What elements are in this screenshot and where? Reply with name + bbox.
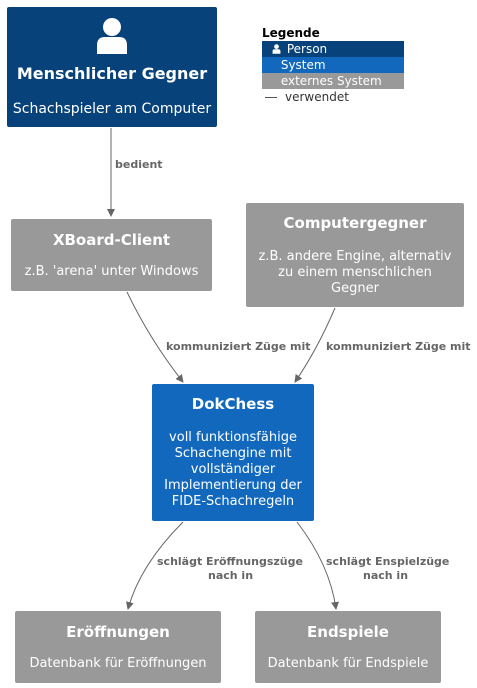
node-description: Schachspieler am Computer [12,101,212,117]
external-endspiele[interactable]: Endspiele Datenbank für Endspiele [255,611,441,683]
edge-computer-dokchess [294,307,336,383]
node-description-line: Schachengine mit [174,446,292,461]
node-description-line: vollständiger [190,462,276,477]
legend-label: System [280,58,326,72]
node-title: XBoard-Client [52,231,171,249]
node-title: DokChess [191,395,275,413]
legend-item-person: Person [262,41,404,57]
edge-label-computer-dokchess: kommuniziert Züge mit [326,340,471,353]
edge-xboard-dokchess [126,291,184,383]
node-description-line: zu einem menschlichen [278,265,432,280]
legend-item-external: externes System [262,73,404,89]
system-dokchess[interactable]: DokChess voll funktionsfähige Schachengi… [152,384,314,521]
node-title: Endspiele [307,623,389,641]
legend: Legende Person System externes System ve… [262,26,404,105]
node-description: Datenbank für Eröffnungen [29,656,207,671]
node-description-line: FIDE-Schachregeln [171,494,295,509]
node-description-line: Gegner [331,281,379,296]
node-description: Datenbank für Endspiele [267,656,429,671]
legend-item-uses: verwendet [262,89,404,105]
edge-label-dokchess-endgame-1: schlägt Enspielzüge [326,555,449,568]
node-title: Computergegner [283,214,427,232]
legend-label: verwendet [285,90,349,104]
legend-label: Person [286,42,328,56]
node-title: Eröffnungen [66,623,170,641]
external-xboard-client[interactable]: XBoard-Client z.B. 'arena' unter Windows [11,219,212,291]
node-description-line: voll funktionsfähige [169,430,297,445]
external-computergegner[interactable]: Computergegner z.B. andere Engine, alter… [246,203,464,307]
edge-label-dokchess-opening-1: schlägt Eröffnungszüge [157,555,303,568]
node-description: z.B. 'arena' unter Windows [24,264,199,279]
edge-dokchess-opening [125,521,184,610]
edge-label-xboard-dokchess: kommuniziert Züge mit [166,340,311,353]
legend-item-system: System [262,57,404,73]
edge-dokchess-endgame [296,521,340,610]
person-menschlicher-gegner[interactable]: Menschlicher Gegner Schachspieler am Com… [7,7,217,127]
node-title: Menschlicher Gegner [16,64,208,83]
legend-label: externes System [280,74,382,88]
legend-title: Legende [262,26,320,40]
person-icon [269,43,283,59]
edge-label-dokchess-opening-2: nach in [208,569,253,582]
edge-label-bedient: bedient [115,158,163,171]
edge-label-dokchess-endgame-2: nach in [363,569,408,582]
node-description-line: z.B. andere Engine, alternativ [258,249,452,264]
node-description-line: Implementierung der [164,478,302,493]
line-icon [265,97,277,98]
external-eroeffnungen[interactable]: Eröffnungen Datenbank für Eröffnungen [15,611,221,683]
person-icon [97,18,127,54]
